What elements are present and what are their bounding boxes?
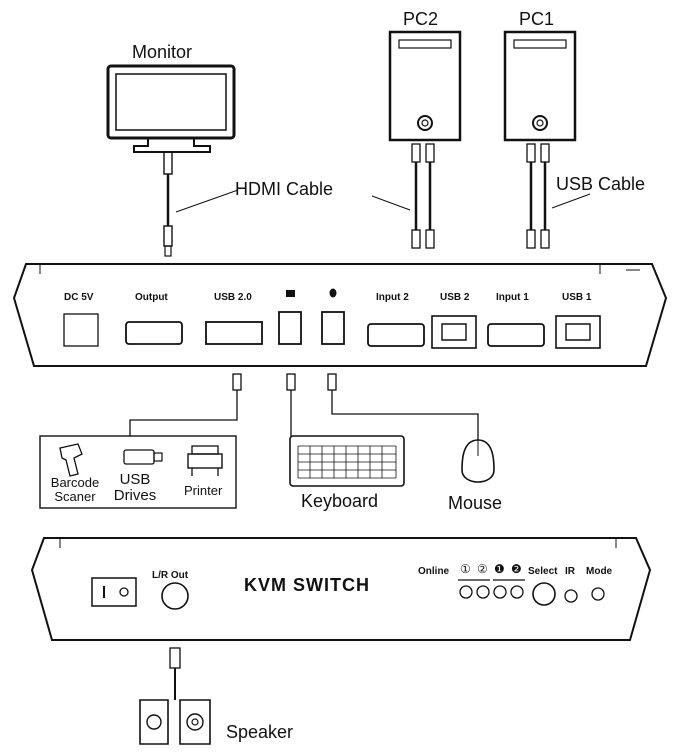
mouse-port-icon <box>329 288 337 298</box>
printer-icon <box>187 445 223 476</box>
online-led-1 <box>459 585 473 599</box>
rear-label-usb20: USB 2.0 <box>214 292 252 303</box>
rear-label-input2: Input 2 <box>376 292 409 303</box>
online-1-label: ① <box>460 562 471 576</box>
rear-label-input1: Input 1 <box>496 292 529 303</box>
barcode-scanner-label: Barcode Scaner <box>50 475 100 504</box>
usb-drive-icon <box>123 449 163 465</box>
printer-label: Printer <box>184 483 223 498</box>
kvm-switch-title: KVM SWITCH <box>244 575 370 595</box>
usb20-port[interactable] <box>205 321 263 345</box>
select-led-2 <box>510 585 524 599</box>
monitor-icon <box>106 64 236 153</box>
select-2-label: ❷ <box>511 562 522 576</box>
hdmi-input1-port[interactable] <box>487 323 545 347</box>
keyboard-cable <box>286 373 296 436</box>
usb-cable-pointer <box>551 193 591 209</box>
mouse-label: Mouse <box>448 493 503 513</box>
online-led-2 <box>476 585 490 599</box>
speaker-label: Speaker <box>226 722 294 742</box>
keyboard-icon <box>289 435 405 487</box>
keyboard-label: Keyboard <box>301 491 379 511</box>
online-2-label: ② <box>477 562 488 576</box>
speaker-audio-cable <box>169 647 181 700</box>
usb-b-port-1[interactable] <box>555 315 601 349</box>
hdmi-output-port[interactable] <box>125 321 183 345</box>
mode-label: Mode <box>586 566 613 577</box>
mouse-usb-port[interactable] <box>321 311 345 345</box>
rear-panel-body <box>12 263 668 367</box>
pc2-tower-icon <box>388 30 462 142</box>
select-label: Select <box>528 566 558 577</box>
keyboard-usb-port[interactable] <box>278 311 302 345</box>
online-label: Online <box>418 566 450 577</box>
barcode-scanner-icon <box>59 443 83 477</box>
rear-label-dc: DC 5V <box>64 292 94 303</box>
speaker-icon <box>139 699 211 745</box>
rear-label-usb1: USB 1 <box>562 292 592 303</box>
mouse-icon <box>461 439 495 483</box>
usb-peripheral-box <box>39 435 237 509</box>
front-panel-body <box>30 537 652 641</box>
pc2-label: PC2 <box>403 9 439 29</box>
hdmi-cable-label: HDMI Cable <box>235 179 334 199</box>
pc1-tower-icon <box>503 30 577 142</box>
dc-5v-port[interactable] <box>63 313 99 347</box>
mode-button[interactable] <box>591 587 605 601</box>
mouse-cable <box>327 373 479 440</box>
usb20-peripheral-cable <box>129 373 242 436</box>
pc1-cables <box>526 143 550 249</box>
hdmi-input2-port[interactable] <box>367 323 425 347</box>
power-switch[interactable] <box>91 577 137 607</box>
pc2-cable-pointer <box>371 195 411 211</box>
rear-label-output: Output <box>135 292 168 303</box>
lr-out-label: L/R Out <box>152 570 189 581</box>
hdmi-cable-pointer <box>175 189 239 213</box>
usb-cable-label: USB Cable <box>556 174 646 194</box>
ir-receiver <box>564 589 578 603</box>
usb-drives-label: USB Drives <box>113 471 157 504</box>
select-button[interactable] <box>532 582 556 606</box>
pc2-cables <box>411 143 435 249</box>
select-1-label: ❶ <box>494 562 505 576</box>
lr-audio-jack[interactable] <box>161 582 189 610</box>
keyboard-port-icon <box>286 290 295 297</box>
usb-b-port-2[interactable] <box>431 315 477 349</box>
pc1-label: PC1 <box>519 9 555 29</box>
select-led-1 <box>493 585 507 599</box>
ir-label: IR <box>565 566 575 577</box>
monitor-hdmi-cable <box>163 151 173 257</box>
rear-label-usb2: USB 2 <box>440 292 470 303</box>
monitor-label: Monitor <box>132 42 193 62</box>
